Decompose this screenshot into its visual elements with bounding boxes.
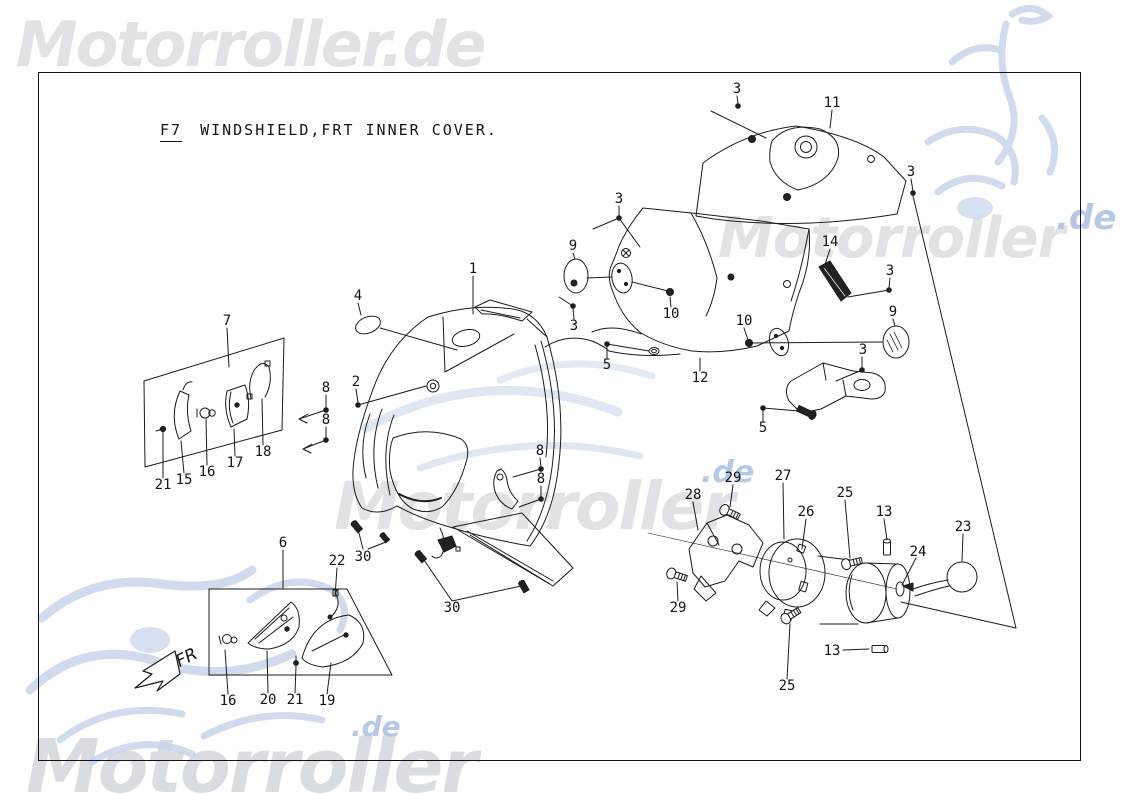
part-number-label: 2 xyxy=(351,374,361,390)
part-number-label: 12 xyxy=(691,370,709,386)
part-number-label: 8 xyxy=(321,380,331,396)
part-number-label: 3 xyxy=(569,318,579,334)
part-number-label: 28 xyxy=(684,487,702,503)
part-number-label: 25 xyxy=(778,678,796,694)
part-number-label: 8 xyxy=(535,443,545,459)
page-title: F7 WINDSHIELD,FRT INNER COVER. xyxy=(160,121,498,142)
part-number-label: 16 xyxy=(198,464,216,480)
watermark-brand-right: Motorroller xyxy=(718,206,1065,271)
part-number-label: 16 xyxy=(219,693,237,709)
part-number-label: 11 xyxy=(823,95,841,111)
part-number-label: 23 xyxy=(954,519,972,535)
part-number-label: 3 xyxy=(858,342,868,358)
part-number-label: 21 xyxy=(154,477,172,493)
part-number-label: 8 xyxy=(321,412,331,428)
part-number-label: 26 xyxy=(797,504,815,520)
watermark-brand-top: Motorroller.de xyxy=(16,8,487,81)
part-number-label: 21 xyxy=(286,692,304,708)
part-number-label: 27 xyxy=(774,468,792,484)
part-number-label: 3 xyxy=(906,164,916,180)
part-number-label: 14 xyxy=(821,234,839,250)
part-number-label: 7 xyxy=(222,313,232,329)
part-number-label: 9 xyxy=(888,304,898,320)
part-number-label: 19 xyxy=(318,693,336,709)
part-number-label: 18 xyxy=(254,444,272,460)
part-number-label: 3 xyxy=(614,191,624,207)
diagram-border-frame xyxy=(38,72,1081,761)
part-number-label: 3 xyxy=(885,263,895,279)
part-number-label: 29 xyxy=(669,600,687,616)
part-number-label: 17 xyxy=(226,455,244,471)
part-number-label: 5 xyxy=(758,420,768,436)
part-number-label: 9 xyxy=(568,238,578,254)
part-number-label: 30 xyxy=(354,549,372,565)
figure-code: F7 xyxy=(160,121,183,142)
part-number-label: 3 xyxy=(732,81,742,97)
part-number-label: 13 xyxy=(875,504,893,520)
part-number-label: 1 xyxy=(468,261,478,277)
watermark-de-center: .de xyxy=(701,455,755,490)
part-number-label: 10 xyxy=(735,313,753,329)
part-number-label: 20 xyxy=(259,692,277,708)
part-number-label: 15 xyxy=(175,472,193,488)
part-number-label: 30 xyxy=(443,600,461,616)
part-number-label: 4 xyxy=(353,288,363,304)
part-number-label: 29 xyxy=(724,470,742,486)
watermark-de-right: .de xyxy=(1056,198,1117,238)
part-number-label: 24 xyxy=(909,544,927,560)
part-number-label: 10 xyxy=(662,306,680,322)
figure-name: WINDSHIELD,FRT INNER COVER. xyxy=(200,121,498,139)
part-number-label: 13 xyxy=(823,643,841,659)
part-number-label: 5 xyxy=(602,357,612,373)
part-number-label: 22 xyxy=(328,553,346,569)
watermark-brand-center: Motorroller xyxy=(334,468,735,545)
part-number-label: 8 xyxy=(536,471,546,487)
watermark-de-bottom: .de xyxy=(351,710,401,743)
part-number-label: 6 xyxy=(278,535,288,551)
part-number-label: 25 xyxy=(836,485,854,501)
